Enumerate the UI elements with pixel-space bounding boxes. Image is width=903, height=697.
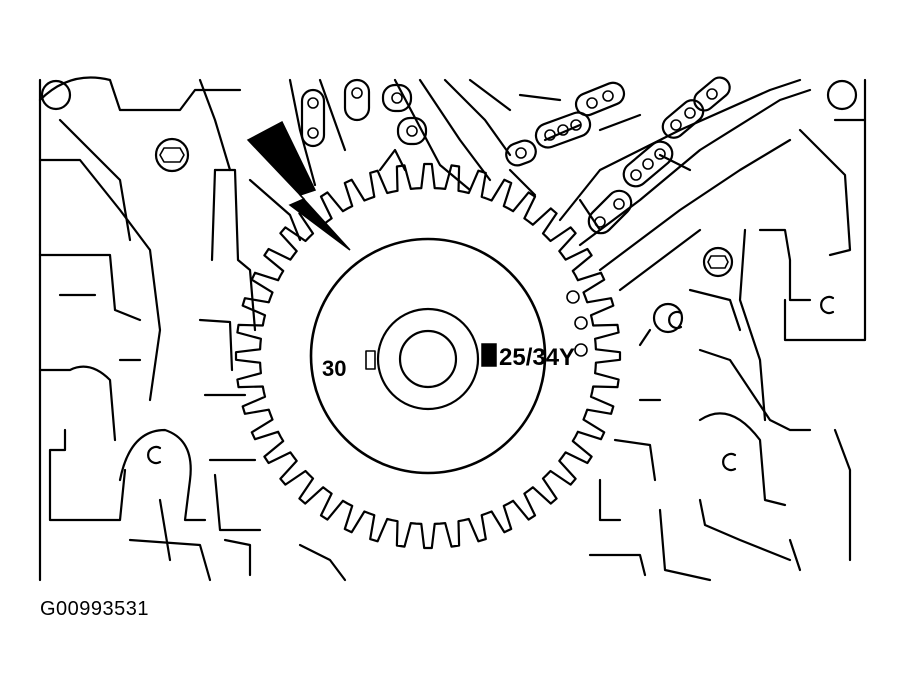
engine-block-linework bbox=[38, 76, 867, 582]
sprocket-teeth bbox=[234, 162, 622, 550]
figure-id: G00993531 bbox=[40, 598, 150, 620]
timing-mark-hollow bbox=[365, 350, 376, 370]
sprocket-face-ring bbox=[309, 237, 547, 475]
label-mark-left: 30 bbox=[322, 356, 346, 381]
pointer-arrow bbox=[246, 120, 351, 251]
sprocket-hub-outer bbox=[376, 307, 480, 411]
face-hole bbox=[574, 343, 588, 357]
sprocket-bore bbox=[398, 329, 458, 389]
timing-chain bbox=[300, 76, 731, 235]
label-mark-right: 25/34Y bbox=[499, 344, 575, 371]
timing-mark-solid bbox=[481, 343, 497, 367]
crank-sprocket bbox=[234, 162, 622, 550]
face-hole bbox=[574, 316, 588, 330]
face-hole bbox=[566, 290, 580, 304]
